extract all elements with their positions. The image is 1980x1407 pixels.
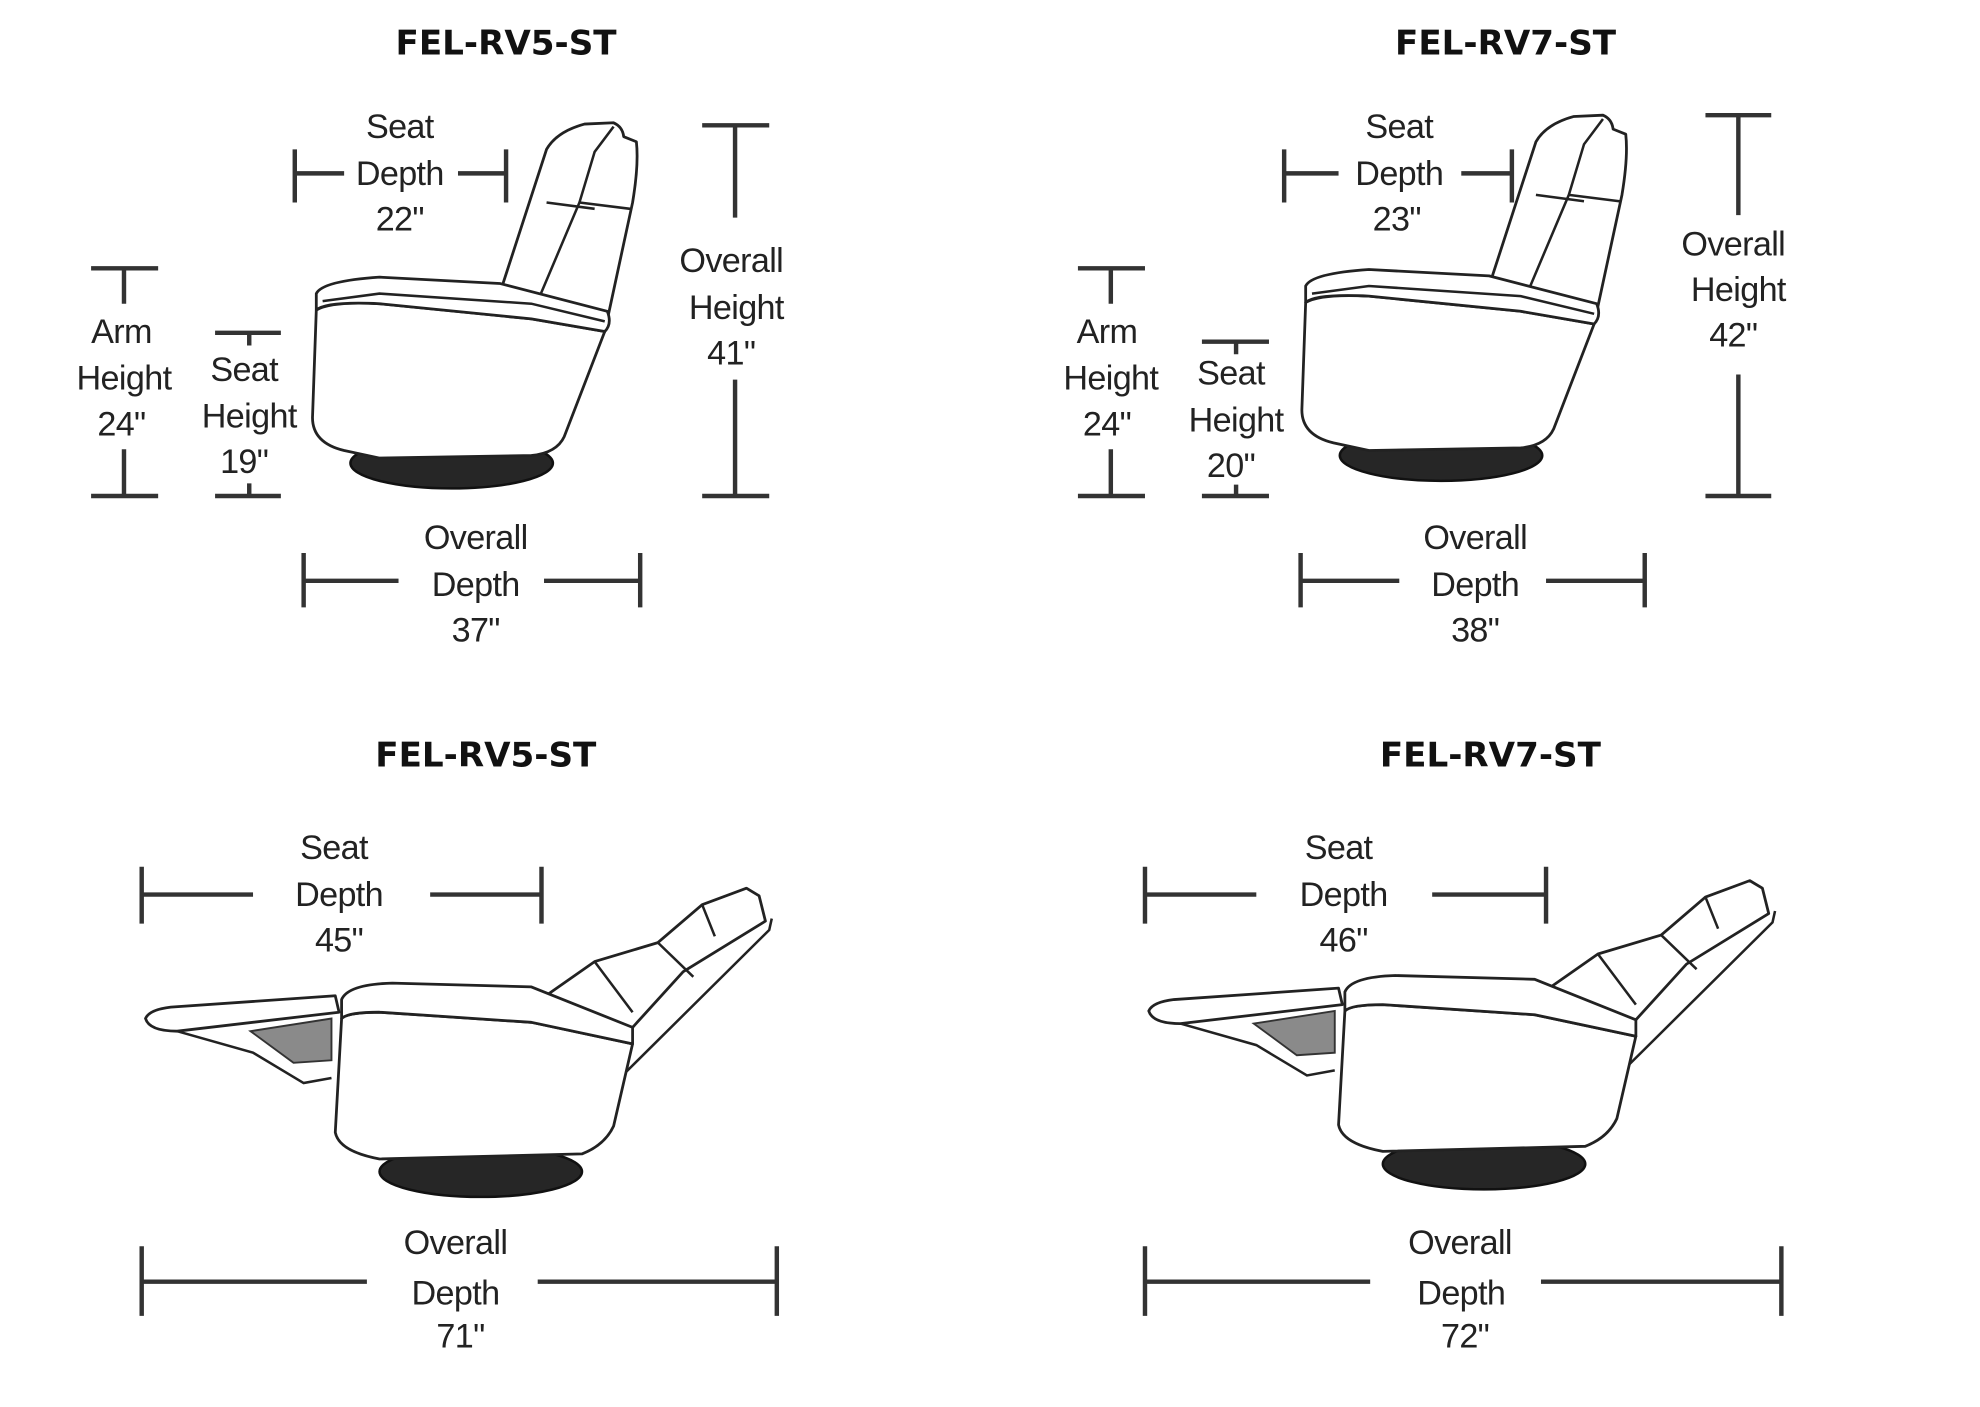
dimension-value: 38" bbox=[1451, 612, 1499, 650]
dimension-label: Overall bbox=[1681, 226, 1785, 264]
diagram-title: FEL-RV7-ST bbox=[1395, 23, 1617, 63]
dimension-label: Depth bbox=[1355, 155, 1443, 193]
diagram-fel-rv5-st-upright: FEL-RV5-ST Seat Depth 22" Arm Height 24"… bbox=[77, 23, 786, 650]
dimension-label: Depth bbox=[356, 155, 444, 193]
seat-depth-dimension: Seat Depth 45" bbox=[139, 829, 544, 959]
dimension-label: Seat bbox=[300, 829, 369, 867]
dimension-label: Overall bbox=[404, 1224, 508, 1262]
dimension-label: Seat bbox=[1197, 355, 1266, 393]
dimension-value: 24" bbox=[1083, 405, 1131, 443]
reclined-chair-illustration bbox=[144, 886, 774, 1199]
upright-chair-illustration bbox=[1300, 113, 1628, 483]
dimension-value: 71" bbox=[436, 1317, 484, 1355]
dimension-label: Height bbox=[1063, 360, 1159, 398]
diagram-title: FEL-RV7-ST bbox=[1380, 736, 1602, 776]
dimension-value: 20" bbox=[1207, 447, 1255, 485]
dimension-label: Overall bbox=[424, 519, 528, 557]
dimension-value: 41" bbox=[707, 334, 755, 372]
dimension-value: 24" bbox=[97, 405, 145, 443]
dimension-value: 37" bbox=[452, 612, 500, 650]
diagram-title: FEL-RV5-ST bbox=[375, 736, 597, 776]
dimension-value: 46" bbox=[1320, 921, 1368, 959]
dimension-label: Depth bbox=[1417, 1274, 1505, 1312]
dimension-value: 22" bbox=[376, 200, 424, 238]
dimension-label: Seat bbox=[366, 108, 435, 146]
dimension-value: 42" bbox=[1709, 317, 1757, 355]
overall-depth-dimension: Overall Depth 71" bbox=[139, 1224, 780, 1355]
overall-height-dimension: Overall Height 42" bbox=[1681, 112, 1788, 499]
dimension-label: Height bbox=[689, 289, 785, 327]
overall-depth-dimension: Overall Depth 37" bbox=[301, 519, 643, 650]
dimension-label: Depth bbox=[1431, 566, 1519, 604]
dimension-label: Depth bbox=[1300, 876, 1388, 914]
seat-height-dimension: Seat Height 20" bbox=[1189, 339, 1285, 499]
dimension-label: Arm bbox=[1077, 313, 1138, 351]
dimension-label: Overall bbox=[679, 242, 783, 280]
seat-depth-dimension: Seat Depth 23" bbox=[1281, 108, 1515, 238]
dimension-label: Arm bbox=[91, 313, 152, 351]
overall-depth-dimension: Overall Depth 38" bbox=[1298, 519, 1647, 650]
dimension-label: Overall bbox=[1408, 1224, 1512, 1262]
diagram-fel-rv7-st-reclined: FEL-RV7-ST Seat Depth 46" Overall Depth … bbox=[1142, 736, 1784, 1355]
dimension-label: Seat bbox=[1365, 108, 1434, 146]
seat-depth-dimension: Seat Depth 22" bbox=[292, 108, 509, 238]
dimension-label: Height bbox=[202, 398, 298, 436]
dimension-value: 23" bbox=[1373, 200, 1421, 238]
arm-height-dimension: Arm Height 24" bbox=[77, 266, 173, 499]
dimension-label: Overall bbox=[1423, 519, 1527, 557]
reclined-chair-illustration bbox=[1147, 879, 1777, 1191]
overall-depth-dimension: Overall Depth 72" bbox=[1142, 1224, 1784, 1355]
dimension-label: Height bbox=[1189, 401, 1285, 439]
diagram-title: FEL-RV5-ST bbox=[396, 23, 618, 63]
dimension-value: 72" bbox=[1441, 1317, 1489, 1355]
seat-depth-dimension: Seat Depth 46" bbox=[1142, 829, 1549, 959]
seat-height-dimension: Seat Height 19" bbox=[202, 330, 298, 499]
overall-height-dimension: Overall Height 41" bbox=[679, 123, 786, 499]
dimension-label: Depth bbox=[295, 876, 383, 914]
diagram-fel-rv7-st-upright: FEL-RV7-ST Seat Depth 23" Arm Height 24"… bbox=[1063, 23, 1787, 649]
dimension-label: Depth bbox=[432, 566, 520, 604]
dimension-label: Seat bbox=[1305, 829, 1374, 867]
dimension-value: 45" bbox=[315, 921, 363, 959]
arm-height-dimension: Arm Height 24" bbox=[1063, 266, 1160, 499]
diagram-fel-rv5-st-reclined: FEL-RV5-ST Seat Depth 45" Overall Depth … bbox=[139, 736, 780, 1355]
dimension-label: Depth bbox=[411, 1274, 499, 1312]
dimension-label: Height bbox=[77, 360, 173, 398]
dimension-label: Height bbox=[1691, 271, 1787, 309]
dimension-label: Seat bbox=[210, 351, 279, 389]
dimension-value: 19" bbox=[220, 443, 268, 481]
